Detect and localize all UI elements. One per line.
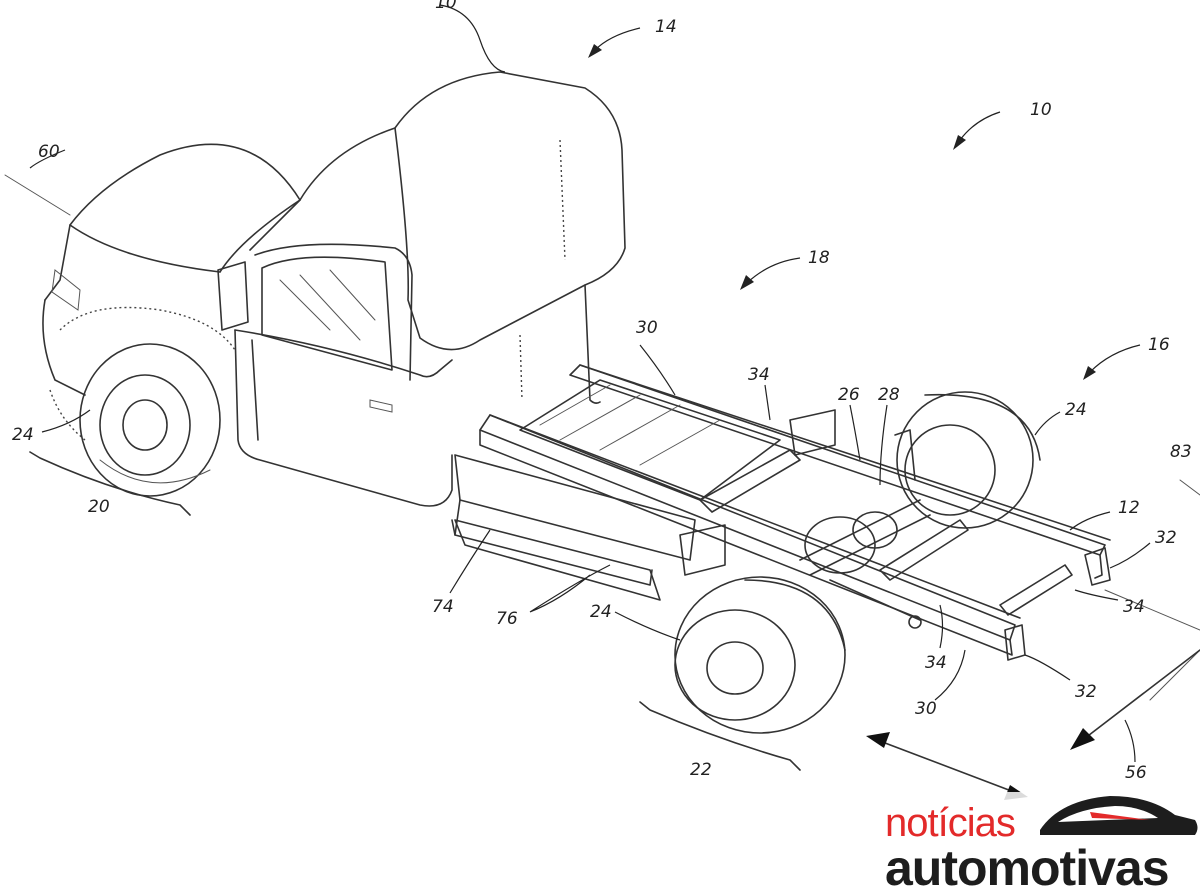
ref-numeral-26: 26 <box>838 385 860 405</box>
watermark-logo: notícias automotivas <box>878 792 1200 894</box>
ref-numeral-32-top: 32 <box>1155 528 1177 548</box>
ref-numeral-10-top: 10 <box>435 0 457 13</box>
direction-arrows <box>866 650 1200 800</box>
ref-numeral-16: 16 <box>1148 335 1170 355</box>
ref-numeral-76: 76 <box>496 609 518 629</box>
ref-numeral-30-bottom: 30 <box>915 699 937 719</box>
ref-numeral-74: 74 <box>432 597 454 617</box>
watermark-line2: automotivas <box>885 840 1169 894</box>
ref-numeral-24-front: 24 <box>12 425 34 445</box>
ref-numeral-30-top: 30 <box>636 318 658 338</box>
ref-numeral-56: 56 <box>1125 763 1147 783</box>
ref-numeral-34-right: 34 <box>1123 597 1145 617</box>
ref-numeral-20: 20 <box>88 497 110 517</box>
dimension-brackets <box>30 452 800 770</box>
reference-numerals: 10 14 10 60 18 16 30 34 26 28 24 24 83 2… <box>12 0 1192 783</box>
front-wheel <box>80 344 220 496</box>
ref-numeral-12: 12 <box>1118 498 1140 518</box>
ref-numeral-32-bottom: 32 <box>1075 682 1097 702</box>
ref-numeral-24-rear-left: 24 <box>590 602 612 622</box>
ref-numeral-34-top: 34 <box>748 365 770 385</box>
ref-numeral-18: 18 <box>808 248 830 268</box>
ref-numeral-83: 83 <box>1170 442 1192 462</box>
ref-numeral-28: 28 <box>878 385 900 405</box>
watermark-line1: notícias <box>885 801 1015 845</box>
rear-wheel-far <box>895 392 1040 528</box>
ref-numeral-14: 14 <box>655 17 677 37</box>
ref-numeral-34-bottom: 34 <box>925 653 947 673</box>
rear-wheel-near <box>675 577 845 733</box>
ref-numeral-22: 22 <box>690 760 712 780</box>
ref-numeral-60: 60 <box>38 142 60 162</box>
ref-numeral-10: 10 <box>1030 100 1052 120</box>
ref-numeral-24-rear-right: 24 <box>1065 400 1087 420</box>
truck-cab <box>43 72 625 506</box>
